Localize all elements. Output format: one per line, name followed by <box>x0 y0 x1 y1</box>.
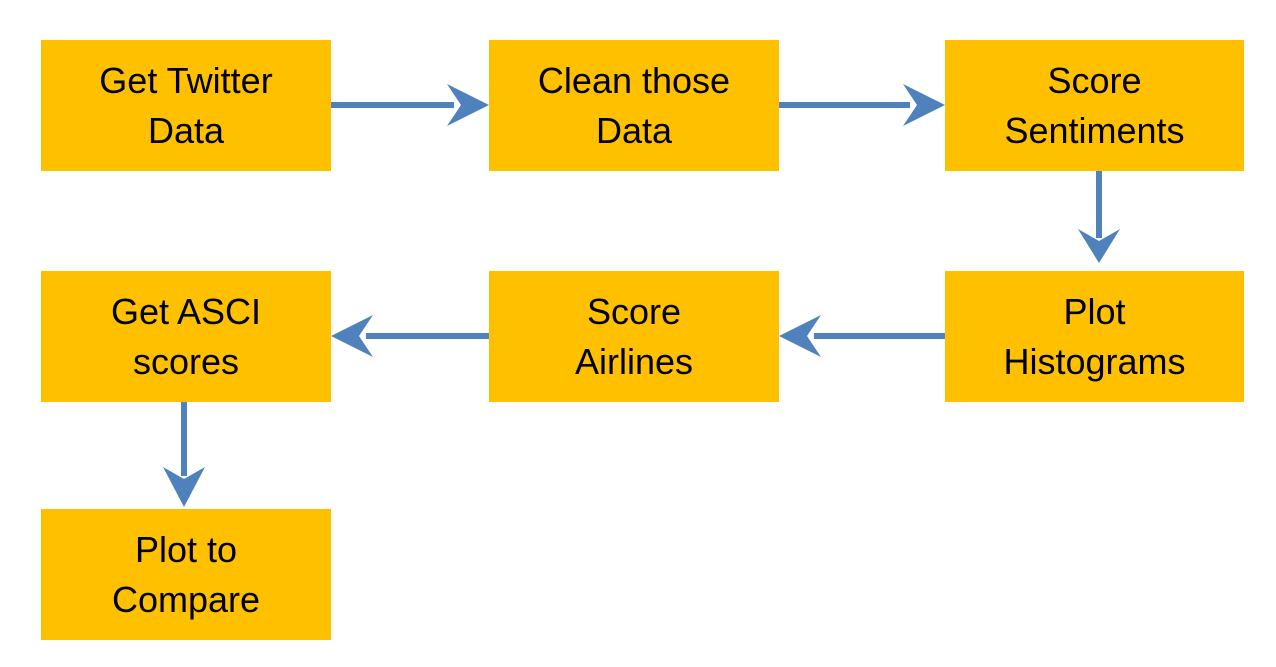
arrow-right-icon <box>331 84 489 126</box>
node-label-line: Get Twitter <box>99 59 273 101</box>
node-label-line: Get ASCI <box>110 290 262 332</box>
arrow-left-icon <box>779 315 945 357</box>
node-label-line: Score <box>1047 59 1142 101</box>
arrow-left-icon <box>331 315 489 357</box>
arrow-right-icon <box>779 84 945 126</box>
node-score-airlines: Score Airlines <box>489 271 779 402</box>
node-label-line: Data <box>595 109 673 151</box>
node-label-line: Compare <box>111 578 261 620</box>
node-get-asci-scores: Get ASCI scores <box>41 271 331 402</box>
node-label-line: Plot to <box>134 528 238 570</box>
node-label-line: Plot <box>1063 290 1126 332</box>
node-clean-those-data: Clean those Data <box>489 40 779 171</box>
node-label-line: Clean those <box>537 59 731 101</box>
node-get-twitter-data: Get Twitter Data <box>41 40 331 171</box>
node-label-line: Airlines <box>574 340 694 382</box>
arrow-down-icon <box>1078 171 1120 263</box>
node-label-line: scores <box>132 340 240 382</box>
node-label-line: Data <box>147 109 225 151</box>
node-plot-histograms: Plot Histograms <box>945 271 1244 402</box>
node-label-line: Sentiments <box>1004 109 1185 151</box>
node-label-line: Histograms <box>1003 340 1186 382</box>
node-plot-to-compare: Plot to Compare <box>41 509 331 640</box>
node-score-sentiments: Score Sentiments <box>945 40 1244 171</box>
arrow-down-icon <box>163 402 205 507</box>
node-label-line: Score <box>586 290 682 332</box>
